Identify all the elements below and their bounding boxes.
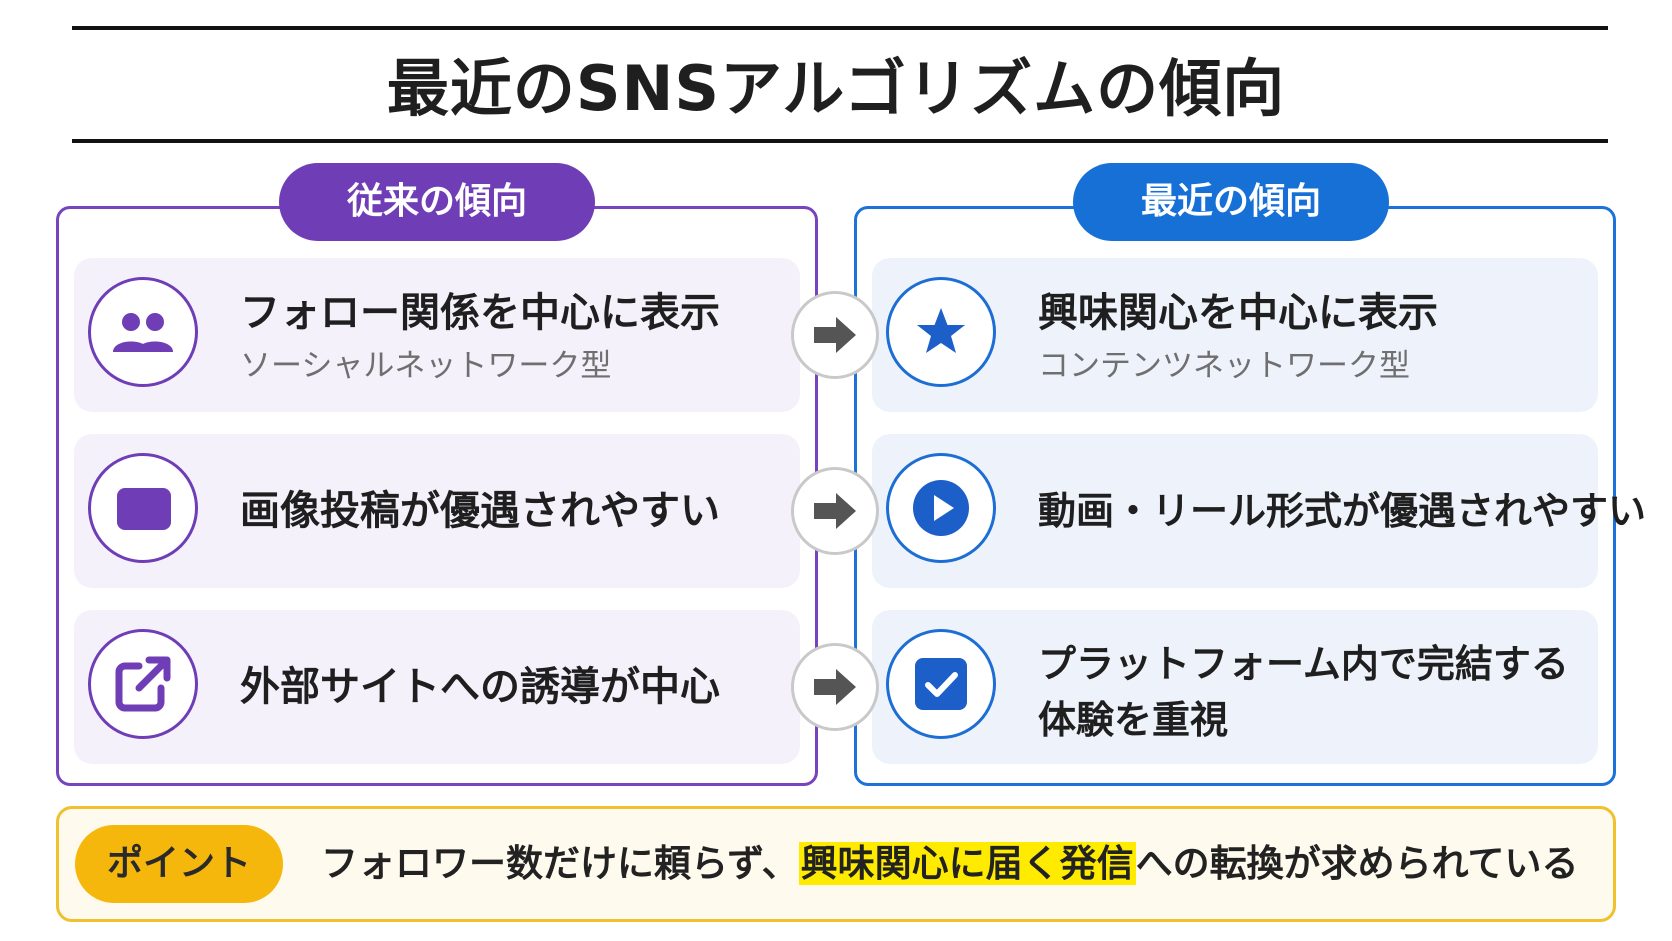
- title-bottom-rule: [72, 139, 1608, 143]
- traditional-item-image: 画像投稿が優遇されやすい: [74, 434, 800, 588]
- checkbox-icon: [886, 629, 996, 739]
- external-link-icon: [88, 629, 198, 739]
- point-text-before: フォロワー数だけに頼らず、: [321, 842, 799, 885]
- image-icon: [88, 453, 198, 563]
- point-text-after: への転換が求められている: [1135, 842, 1579, 885]
- recent-item-main-line1: プラットフォーム内で完結する: [1038, 642, 1569, 686]
- recent-item-main: 興味関心を中心に表示: [1038, 290, 1438, 336]
- title-top-rule: [72, 26, 1608, 30]
- people-icon: [88, 277, 198, 387]
- point-label: ポイント: [75, 825, 283, 903]
- point-text-highlight: 興味関心に届く発信: [798, 842, 1136, 885]
- point-text: フォロワー数だけに頼らず、興味関心に届く発信への転換が求められている: [321, 809, 1579, 919]
- traditional-item-main: フォロー関係を中心に表示: [240, 290, 720, 336]
- traditional-label: 従来の傾向: [279, 163, 595, 241]
- arrow-right-icon: [791, 643, 879, 731]
- recent-item-main: プラットフォーム内で完結する 体験を重視: [1038, 636, 1569, 748]
- recent-item-interest: 興味関心を中心に表示 コンテンツネットワーク型: [872, 258, 1598, 412]
- recent-item-main: 動画・リール形式が優遇されやすい: [1038, 489, 1647, 533]
- traditional-item-main: 画像投稿が優遇されやすい: [240, 488, 720, 534]
- recent-label: 最近の傾向: [1073, 163, 1389, 241]
- recent-item-video: 動画・リール形式が優遇されやすい: [872, 434, 1646, 588]
- star-icon: [886, 277, 996, 387]
- traditional-item-sub: ソーシャルネットワーク型: [240, 348, 612, 384]
- traditional-item-main: 外部サイトへの誘導が中心: [240, 664, 720, 710]
- arrow-right-icon: [791, 291, 879, 379]
- point-box: ポイント フォロワー数だけに頼らず、興味関心に届く発信への転換が求められている: [56, 806, 1616, 922]
- recent-item-main-line2: 体験を重視: [1038, 698, 1229, 742]
- play-icon: [886, 453, 996, 563]
- traditional-item-follow: フォロー関係を中心に表示 ソーシャルネットワーク型: [74, 258, 800, 412]
- recent-item-sub: コンテンツネットワーク型: [1038, 348, 1410, 384]
- arrow-right-icon: [791, 467, 879, 555]
- page-title: 最近のSNSアルゴリズムの傾向: [386, 52, 1286, 125]
- traditional-item-external: 外部サイトへの誘導が中心: [74, 610, 800, 764]
- recent-item-platform: プラットフォーム内で完結する 体験を重視: [872, 610, 1598, 764]
